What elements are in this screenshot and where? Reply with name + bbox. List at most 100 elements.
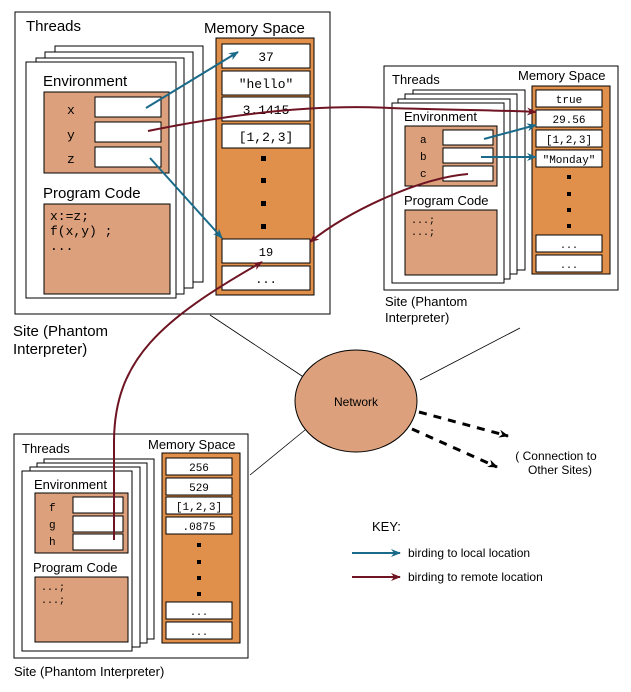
memory-value: "Monday" bbox=[543, 155, 596, 167]
var-label: x bbox=[67, 103, 75, 118]
code-line: ...; bbox=[41, 596, 65, 607]
ellipsis-dot bbox=[197, 543, 201, 547]
ellipsis-dot bbox=[197, 576, 201, 580]
code-line: ...; bbox=[411, 228, 435, 239]
var-slot bbox=[72, 515, 124, 533]
memory-value: ... bbox=[560, 261, 578, 272]
site-2-threads-label: Threads bbox=[392, 72, 440, 87]
site-3-threads-label: Threads bbox=[22, 441, 70, 456]
local-binding-arrow-a bbox=[483, 123, 537, 140]
memory-value: ... bbox=[255, 273, 277, 287]
site-3-caption: Site (Phantom Interpreter) bbox=[14, 664, 164, 679]
var-slot bbox=[442, 129, 494, 146]
link-site3-network bbox=[249, 429, 306, 476]
site-1-caption-line1: Site (Phantom bbox=[13, 323, 108, 340]
ellipsis-dot bbox=[197, 560, 201, 564]
legend: KEY: birding to local location birding t… bbox=[352, 519, 543, 584]
site-2-environment-label: Environment bbox=[404, 109, 477, 124]
remote-binding-arrow-h bbox=[113, 261, 263, 540]
var-slot bbox=[72, 496, 124, 514]
memory-value: 29.56 bbox=[552, 115, 585, 127]
memory-cell bbox=[165, 477, 233, 496]
site-1-program-code-box bbox=[43, 203, 171, 295]
link-site1-network bbox=[209, 314, 306, 379]
network-ellipse bbox=[294, 349, 418, 453]
memory-cell bbox=[165, 601, 233, 620]
var-label: b bbox=[420, 152, 427, 164]
ellipsis-dot bbox=[567, 175, 571, 179]
ellipsis-dot bbox=[567, 224, 571, 228]
ellipsis-dot bbox=[197, 592, 201, 596]
memory-cell bbox=[165, 516, 233, 535]
other-sites-line1: ( Connection to bbox=[515, 449, 597, 463]
site-2: Threads Memory Space Environment a b c P… bbox=[383, 65, 619, 325]
var-label: z bbox=[67, 152, 75, 167]
memory-cell bbox=[165, 621, 233, 640]
site-3-environment-label: Environment bbox=[34, 477, 107, 492]
other-sites-line2: Other Sites) bbox=[528, 463, 592, 477]
code-line: ... bbox=[50, 239, 73, 254]
ellipsis-dot bbox=[261, 178, 266, 183]
site-2-caption-line2: Interpreter) bbox=[385, 310, 449, 325]
memory-value: 256 bbox=[189, 463, 209, 475]
var-slot bbox=[94, 96, 162, 118]
memory-cell bbox=[165, 496, 233, 515]
memory-value: ... bbox=[190, 628, 208, 639]
site-1-environment-label: Environment bbox=[43, 73, 128, 90]
site-2-memory-label: Memory Space bbox=[518, 68, 605, 83]
site-1-caption-line2: Interpreter) bbox=[13, 341, 87, 358]
dashed-arrow-other-sites bbox=[411, 427, 498, 469]
var-slot bbox=[442, 147, 494, 164]
memory-value: [1,2,3] bbox=[239, 130, 294, 145]
memory-cell bbox=[221, 265, 311, 291]
code-line: x:=z; bbox=[50, 209, 89, 224]
ellipsis-dot bbox=[567, 192, 571, 196]
site-1-program-code-label: Program Code bbox=[43, 185, 141, 202]
site-2-caption-line1: Site (Phantom bbox=[385, 294, 467, 309]
remote-binding-arrow-y bbox=[147, 106, 537, 132]
memory-cell bbox=[535, 129, 603, 148]
legend-title: KEY: bbox=[372, 519, 401, 534]
memory-cell bbox=[165, 457, 233, 476]
site-2-program-code-box bbox=[404, 209, 498, 276]
local-binding-arrow-x bbox=[145, 51, 239, 109]
network-links bbox=[209, 314, 521, 476]
var-label: g bbox=[49, 520, 56, 532]
memory-value: 529 bbox=[189, 483, 209, 495]
site-3-memory-label: Memory Space bbox=[148, 437, 235, 452]
var-slot bbox=[94, 146, 162, 168]
network: Network ( Connection to Other Sites) bbox=[294, 349, 597, 477]
memory-cell bbox=[221, 123, 311, 149]
var-label: y bbox=[67, 128, 75, 143]
ellipsis-dot bbox=[261, 156, 266, 161]
link-site2-network bbox=[419, 327, 521, 381]
site-3: Threads Memory Space Environment f g h P… bbox=[13, 433, 249, 679]
network-label: Network bbox=[334, 395, 379, 409]
var-label: h bbox=[49, 537, 56, 549]
var-label: c bbox=[420, 169, 427, 181]
memory-value: [1,2,3] bbox=[546, 135, 592, 147]
site-3-memory-cells: 256 529 [1,2,3] .0875 ... ... bbox=[165, 457, 233, 640]
ellipsis-dot bbox=[261, 201, 266, 206]
var-label: a bbox=[420, 135, 427, 147]
legend-local-label: birding to local location bbox=[408, 546, 530, 560]
site-1-memory-label: Memory Space bbox=[204, 20, 305, 37]
site-3-program-code-label: Program Code bbox=[33, 560, 118, 575]
ellipsis-dot bbox=[261, 224, 266, 229]
var-slot bbox=[442, 165, 494, 182]
memory-value: 37 bbox=[258, 50, 274, 65]
site-1: Threads Memory Space Environment x y z P… bbox=[13, 11, 331, 358]
code-line: f(x,y) ; bbox=[50, 224, 112, 239]
code-line: ...; bbox=[41, 583, 65, 594]
var-slot bbox=[94, 121, 162, 143]
local-binding-arrow-z bbox=[149, 157, 223, 239]
dashed-arrow-other-sites bbox=[418, 410, 509, 438]
memory-value: ... bbox=[190, 608, 208, 619]
binding-arrows bbox=[113, 51, 537, 540]
legend-remote-label: birding to remote location bbox=[408, 570, 543, 584]
site-1-threads-label: Threads bbox=[26, 18, 81, 35]
memory-cell bbox=[221, 238, 311, 264]
remote-binding-arrow-c bbox=[309, 173, 469, 243]
var-slot bbox=[72, 533, 124, 551]
